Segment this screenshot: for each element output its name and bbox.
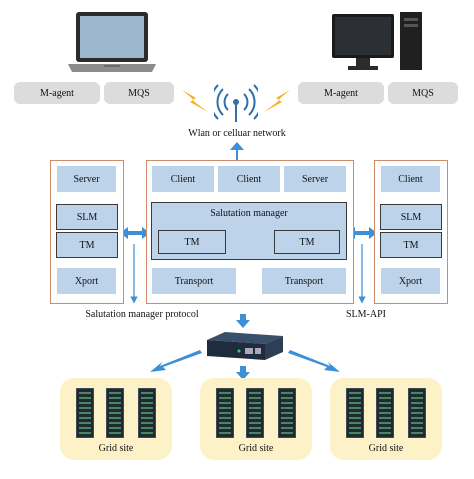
server-box: Server xyxy=(57,166,116,192)
client-box-2: Client xyxy=(218,166,280,192)
xport-box: Xport xyxy=(57,268,116,294)
client-box-1: Client xyxy=(152,166,214,192)
server-rack-icon xyxy=(278,388,296,438)
grid-site-label: Grid site xyxy=(368,443,404,454)
tm-box-right: TM xyxy=(380,232,442,258)
protocol-label: Salutation manager protocol xyxy=(85,309,199,320)
grid-site-2: Grid site xyxy=(200,378,312,460)
server-rack-icon xyxy=(346,388,364,438)
server-rack-icon xyxy=(216,388,234,438)
grid-site-1: Grid site xyxy=(60,378,172,460)
slm-box: SLM xyxy=(56,204,118,230)
mqs-label-right: MQS xyxy=(388,82,458,104)
transport-box-right: Transport xyxy=(262,268,346,294)
network-switch-icon xyxy=(207,332,283,360)
server-rack-icon xyxy=(138,388,156,438)
server-box-center: Server xyxy=(284,166,346,192)
laptop-icon xyxy=(68,12,156,72)
network-label: Wlan or celluar network xyxy=(188,128,286,139)
tm-box: TM xyxy=(56,232,118,258)
server-rack-icon xyxy=(376,388,394,438)
xport-box-right: Xport xyxy=(381,268,440,294)
grid-site-label: Grid site xyxy=(98,443,134,454)
transport-box-left: Transport xyxy=(152,268,236,294)
mqs-label-left: MQS xyxy=(104,82,174,104)
tm-box-center-right: TM xyxy=(274,230,340,254)
desktop-computer-icon xyxy=(332,12,422,70)
grid-site-label: Grid site xyxy=(238,443,274,454)
server-rack-icon xyxy=(76,388,94,438)
m-agent-label-right: M-agent xyxy=(298,82,384,104)
slm-box-right: SLM xyxy=(380,204,442,230)
client-box-right: Client xyxy=(381,166,440,192)
server-rack-icon xyxy=(408,388,426,438)
server-rack-icon xyxy=(106,388,124,438)
server-rack-icon xyxy=(246,388,264,438)
m-agent-label-left: M-agent xyxy=(14,82,100,104)
tm-box-center-left: TM xyxy=(158,230,226,254)
grid-site-3: Grid site xyxy=(330,378,442,460)
api-label: SLM-API xyxy=(345,309,386,320)
wireless-antenna-icon xyxy=(214,84,258,122)
salutation-manager-title: Salutation manager xyxy=(210,208,288,219)
